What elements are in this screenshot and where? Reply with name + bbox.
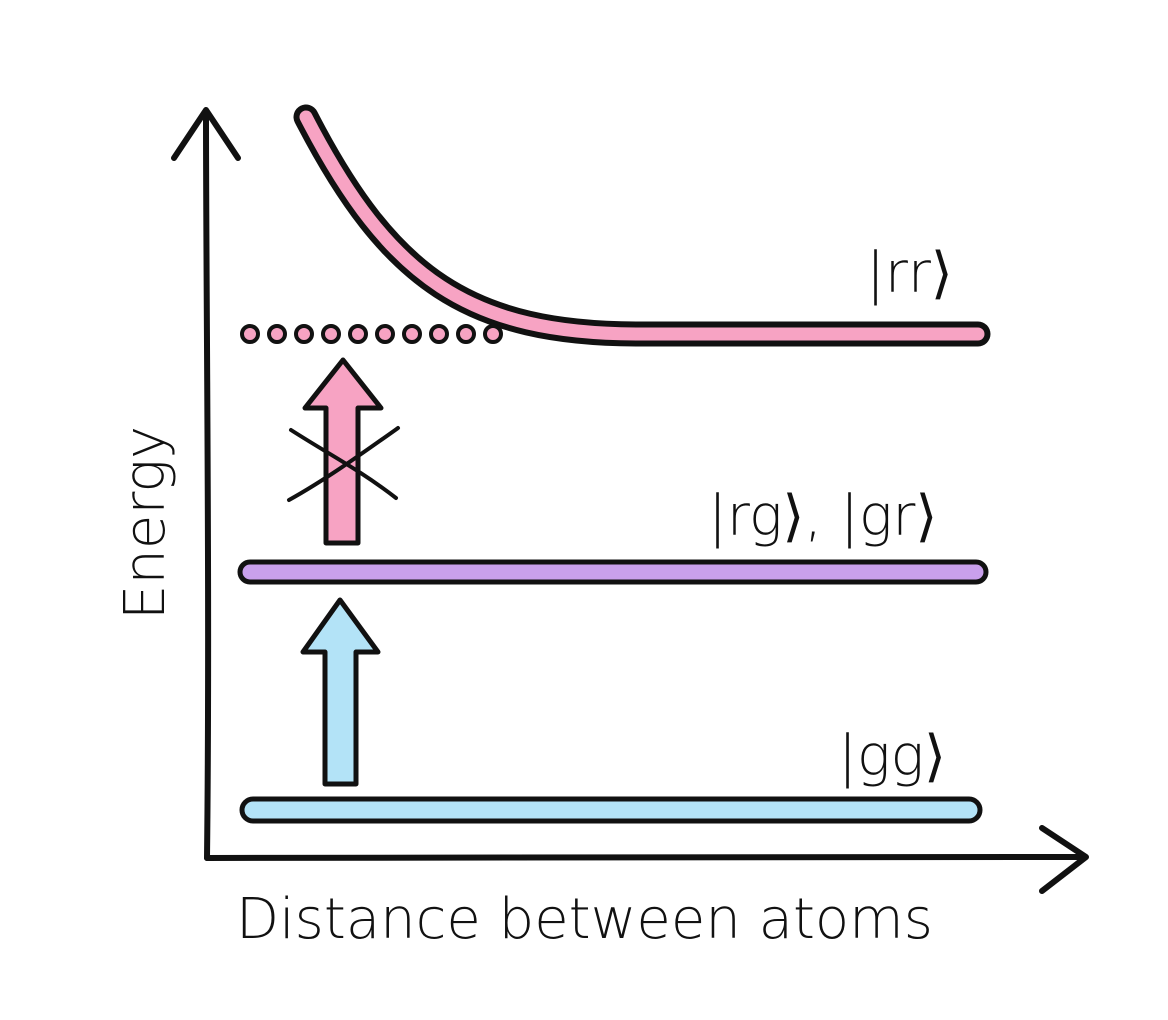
x-axis-line [204,854,1087,862]
dot [483,324,503,344]
x-axis-label: Distance between atoms [236,887,933,952]
dot [267,324,287,344]
dot [321,324,341,344]
y-axis-arrowhead [171,107,241,161]
level-rg-gr-bar [237,559,989,585]
level-gg-bar [239,796,983,824]
y-axis-line [203,109,212,861]
level-rg-gr [237,559,989,585]
dot [240,324,260,344]
allowed-arrow-shape [300,597,381,787]
dot [429,324,449,344]
dot [294,324,314,344]
dot [375,324,395,344]
unshifted-rr-dots [240,324,503,344]
level-rr [293,104,991,347]
blocked-cross-icon [287,426,400,502]
blocked-transition-arrow [302,357,384,546]
level-gg [239,796,983,824]
axes [171,107,1089,894]
dot [348,324,368,344]
allowed-transition-arrow [300,597,381,787]
level-rr-curve-fill [299,110,985,341]
cross-stroke-2 [287,426,400,502]
cross-stroke-1 [289,428,398,500]
label-gg: |gg⟩ [838,724,946,789]
label-rg-gr: |rg⟩, |gr⟩ [708,484,937,549]
blocked-arrow-shape [302,357,384,546]
dot [402,324,422,344]
x-axis-arrowhead [1039,825,1089,894]
y-axis-label: Energy [113,426,178,620]
dot [456,324,476,344]
label-rr: |rr⟩ [866,241,953,306]
